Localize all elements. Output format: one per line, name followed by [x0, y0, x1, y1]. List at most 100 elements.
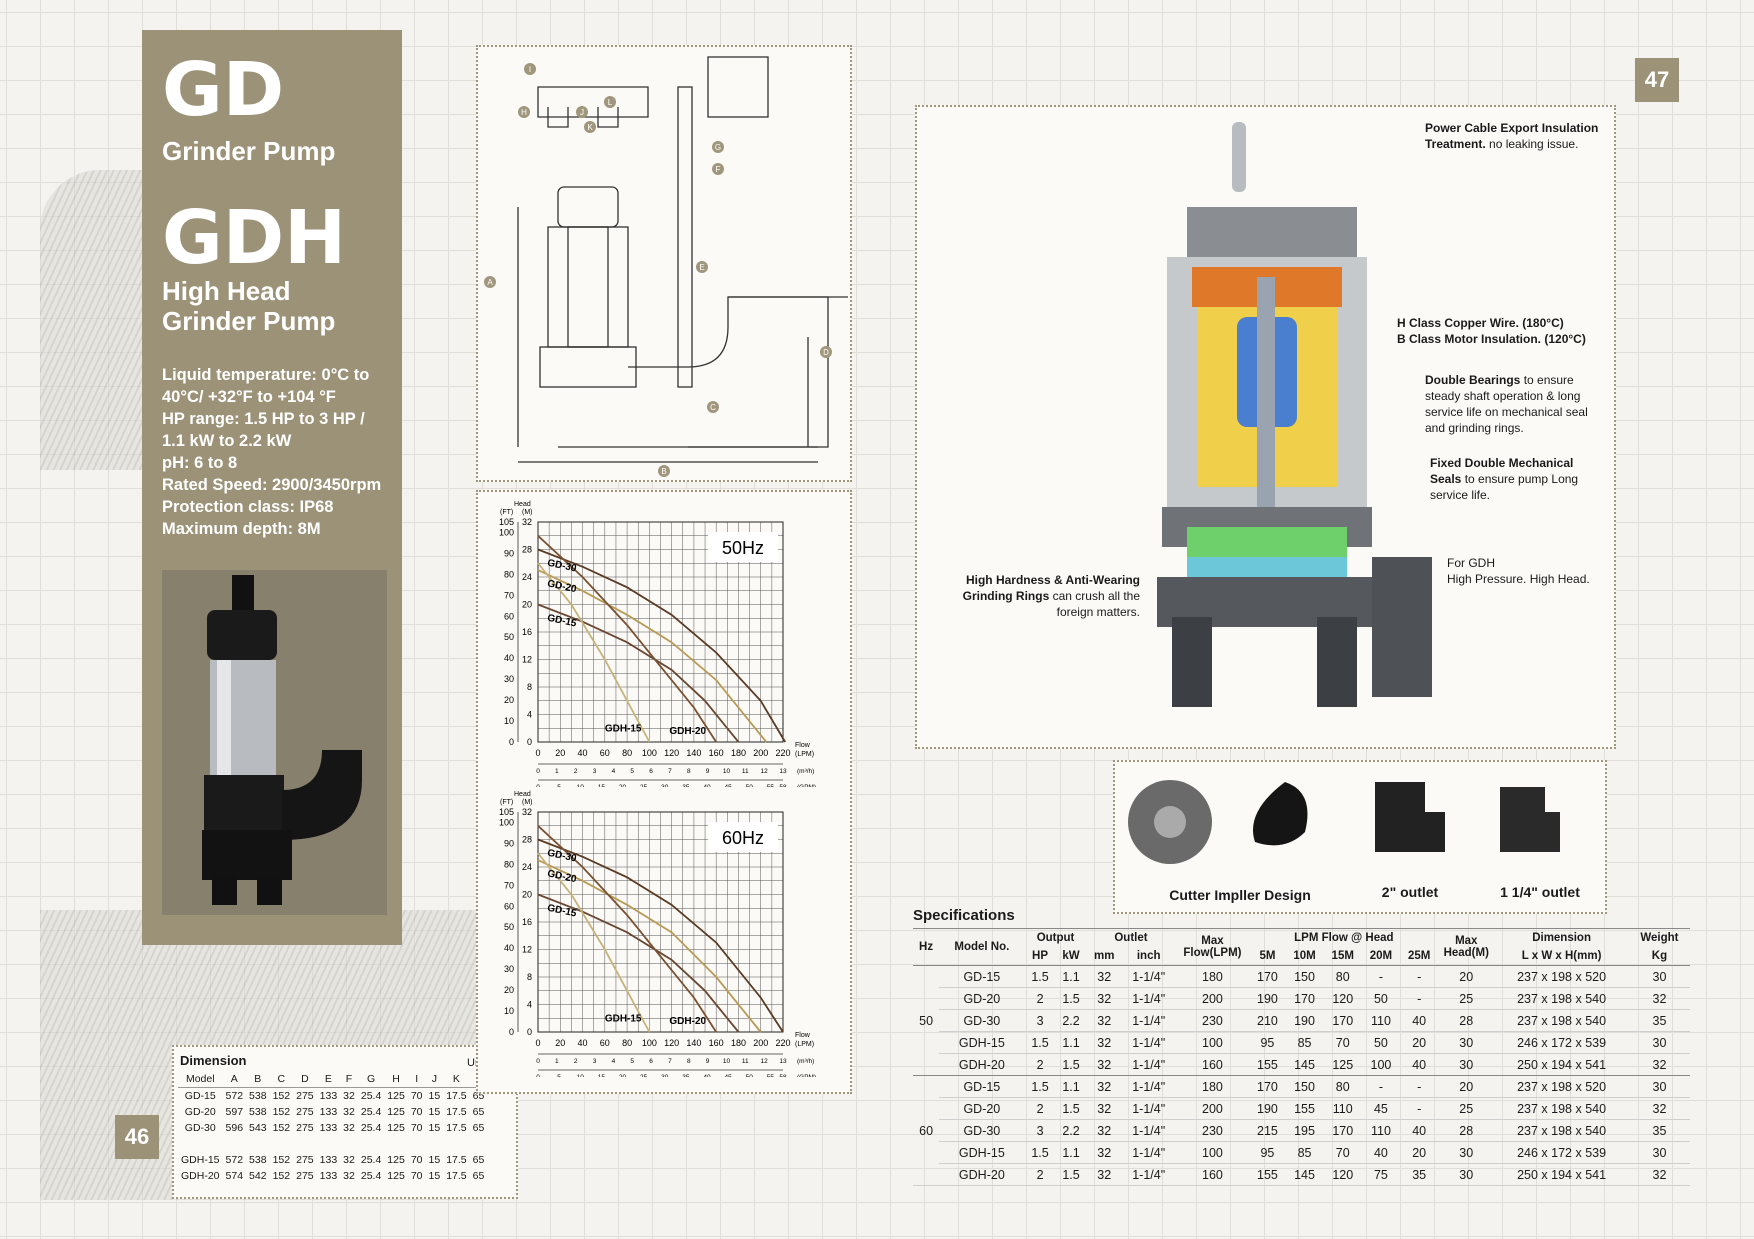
dim-cell: 32: [343, 1090, 355, 1102]
th-lwh: L x W x H(mm): [1521, 950, 1602, 962]
callout-copper: H Class Copper Wire. (180°C)B Class Moto…: [1397, 315, 1612, 347]
callout-bearings-text: to ensure steady shaft operation & long …: [1425, 373, 1588, 435]
spec-cell: 32: [1097, 1123, 1112, 1138]
y-tick-ft: 105: [499, 807, 514, 817]
outlet-2-caption: 2" outlet: [1381, 884, 1439, 900]
dim-header: D: [301, 1073, 309, 1085]
spec-cell: 110: [1370, 1123, 1391, 1138]
drawing-label: C: [710, 403, 716, 412]
spec-cell: 30: [1459, 1167, 1474, 1182]
y-tick-m: 16: [522, 627, 532, 637]
x-unit-lpm: (LPM): [795, 751, 814, 758]
series-label: GDH-15: [605, 724, 642, 735]
spec-cell: GD-15: [939, 1075, 1025, 1098]
drawing-label: A: [487, 278, 493, 287]
dim-cell: 572: [225, 1154, 244, 1166]
y-tick-ft: 40: [504, 943, 514, 953]
outlet-114-caption: 1 1/4" outlet: [1500, 884, 1580, 900]
spec-cell: 75: [1373, 1167, 1388, 1182]
x-tick-m3h: 3: [593, 1058, 597, 1065]
spec-cell: 70: [1335, 1145, 1350, 1160]
drawing-label-marker: [696, 261, 708, 273]
y-tick-ft: 50: [504, 922, 514, 932]
drawing-label-marker: [524, 63, 536, 75]
spec-cell: 40: [1373, 1145, 1388, 1160]
callout-power-cable-text: no leaking issue.: [1485, 137, 1579, 151]
spec-cell: 25: [1459, 1101, 1474, 1116]
x-unit-gpm: (GPM): [797, 1074, 816, 1077]
x-tick-lpm: 80: [622, 1038, 632, 1048]
y-tick-m: 32: [522, 807, 532, 817]
spec-cell: 2: [1036, 1101, 1044, 1116]
spec-cell: 237 x 198 x 540: [1517, 1013, 1607, 1028]
dim-cell: [443, 1136, 469, 1152]
dim-cell: 133: [319, 1090, 338, 1102]
y-tick-ft: 20: [504, 695, 514, 705]
spec-cell: 32: [1097, 1013, 1112, 1028]
dim-cell: [178, 1136, 223, 1152]
th-20m: 20M: [1369, 950, 1393, 962]
x-tick-m3h: 11: [742, 768, 749, 775]
spec-cell: 30: [1459, 1145, 1474, 1160]
th-outlet: Outlet: [1114, 932, 1148, 944]
spec-cell: 1.5: [1031, 969, 1049, 984]
series-label: GD-30: [546, 558, 578, 575]
spec-cell: 50: [1373, 991, 1388, 1006]
th-output: Output: [1036, 932, 1075, 944]
spec-cell: 180: [1175, 1075, 1250, 1098]
y-tick-m: 24: [522, 862, 532, 872]
drawing-label: I: [529, 65, 531, 74]
y-tick-ft: 80: [504, 569, 514, 579]
spec-cell: GD-20: [963, 1101, 1001, 1116]
x-tick-m3h: 0: [536, 1058, 540, 1065]
chart-title-bg: [708, 822, 778, 852]
callout-power-cable-bold: Power Cable Export Insulation Treatment.: [1425, 121, 1599, 151]
spec-cell: 170: [1332, 1123, 1354, 1138]
x-tick-gpm: 10: [577, 1074, 585, 1077]
x-tick-gpm: 25: [640, 1074, 648, 1077]
spec-cell: 1-1/4": [1132, 1145, 1166, 1160]
callout-rings: High Hardness & Anti-Wearing Grinding Ri…: [960, 572, 1140, 620]
y-tick-m: 8: [527, 972, 532, 982]
y-tick-ft: 60: [504, 611, 514, 621]
x-tick-m3h: 8: [687, 1058, 691, 1065]
spec-cell: 155: [1257, 1167, 1278, 1182]
y-unit-m: (M): [522, 799, 533, 806]
dim-cell: 25.4: [360, 1090, 382, 1102]
spec-cell: 1-1/4": [1132, 991, 1166, 1006]
dim-cell: 597: [225, 1106, 244, 1118]
x-tick-gpm: 0: [536, 1074, 540, 1077]
dim-cell: 152: [272, 1090, 291, 1102]
x-tick-m3h: 13: [779, 768, 787, 775]
x-tick-gpm: 30: [661, 1074, 669, 1077]
spec-cell: 25: [1459, 991, 1474, 1006]
dim-cell: 538: [249, 1106, 267, 1118]
dim-cell: 133: [319, 1154, 338, 1166]
right-page-number: 47: [1635, 58, 1679, 102]
y-tick-m: 28: [522, 545, 532, 555]
x-tick-lpm: 180: [731, 1038, 746, 1048]
spec-cell: 1-1/4": [1132, 1167, 1166, 1182]
dim-header: J: [431, 1073, 437, 1085]
drawing-label-marker: [712, 141, 724, 153]
spec-cell: -: [1417, 991, 1422, 1006]
dim-cell: 152: [272, 1170, 291, 1182]
spec-cell: 230: [1202, 1123, 1223, 1138]
y-tick-ft: 90: [504, 838, 514, 848]
dim-header: A: [230, 1073, 238, 1085]
x-tick-m3h: 3: [593, 768, 597, 775]
x-tick-m3h: 11: [742, 1058, 749, 1065]
x-tick-lpm: 80: [622, 748, 632, 758]
y-tick-m: 24: [522, 572, 532, 582]
spec-line: Maximum depth: 8M: [162, 520, 321, 538]
drawing-label: J: [580, 108, 584, 117]
y-tick-ft: 90: [504, 548, 514, 558]
spec-cell: 246 x 172 x 539: [1517, 1145, 1607, 1160]
x-tick-lpm: 120: [664, 748, 679, 758]
dim-row: [178, 1136, 487, 1152]
dim-cell: 17.5: [446, 1122, 467, 1134]
y-tick-ft: 100: [499, 527, 514, 537]
y-tick-m: 20: [522, 890, 532, 900]
